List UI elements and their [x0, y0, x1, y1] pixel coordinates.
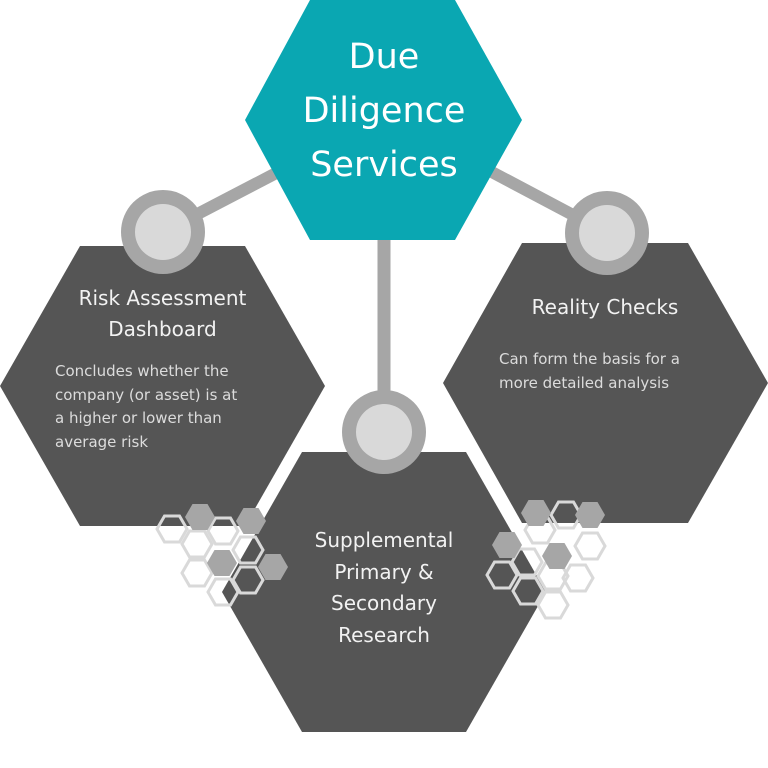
- bottom-node-title-line: Supplemental: [314, 528, 454, 552]
- left-node-description-line: company (or asset) is at: [55, 385, 238, 404]
- honeycomb-cell-filled: [492, 532, 522, 558]
- left-node-title-line: Dashboard: [108, 317, 217, 341]
- honeycomb-cell-filled: [185, 504, 215, 530]
- honeycomb-cell-filled: [207, 550, 237, 576]
- left-node-description: Concludes whether the company (or asset)…: [55, 360, 275, 454]
- honeycomb-cell-filled: [542, 543, 572, 569]
- bottom-node-title-line: Research: [338, 622, 430, 647]
- left-node-title: Risk Assessment Dashboard: [50, 283, 275, 345]
- honeycomb-cell-outline: [180, 558, 214, 588]
- left-hexagon: [0, 246, 325, 526]
- left-node-title-line: Risk Assessment: [78, 286, 247, 310]
- honeycomb-cell-filled: [258, 554, 288, 580]
- right-node-description-line: more detailed analysis: [499, 373, 670, 392]
- honeycomb-cell-outline: [561, 563, 595, 593]
- honeycomb-decoration-right: [485, 500, 607, 620]
- right-node-description-line: Can form the basis for a: [499, 350, 680, 368]
- connector-node-left: [121, 190, 205, 274]
- honeycomb-cell-outline: [536, 590, 570, 620]
- connector-node-right: [565, 191, 649, 275]
- honeycomb-cell-outline: [206, 516, 240, 546]
- honeycomb-cell-outline: [549, 500, 583, 530]
- honeycomb-cell-outline: [180, 529, 214, 559]
- honeycomb-cell-outline: [510, 547, 544, 577]
- honeycomb-cell-filled: [575, 502, 605, 528]
- bottom-node-title-line: Primary &: [334, 559, 434, 584]
- honeycomb-cell-outline: [231, 535, 265, 565]
- honeycomb-cell-outline: [231, 565, 265, 595]
- honeycomb-cell-filled: [236, 508, 266, 534]
- honeycomb-cell-outline: [485, 560, 519, 590]
- center-title: Due Diligence Services: [270, 30, 498, 192]
- left-node-description-line: a higher or lower than: [55, 409, 222, 427]
- right-node-title: Reality Checks: [531, 295, 679, 319]
- honeycomb-decoration-left: [155, 504, 288, 607]
- honeycomb-cell-outline: [511, 576, 545, 606]
- bottom-hexagon: [222, 452, 546, 732]
- honeycomb-cell-outline: [155, 514, 189, 544]
- center-title-line: Services: [310, 145, 458, 185]
- honeycomb-cell-filled: [521, 500, 551, 526]
- center-title-line: Due: [348, 37, 420, 77]
- right-node-description: Can form the basis for a more detailed a…: [499, 348, 724, 395]
- center-title-line: Diligence: [302, 91, 466, 131]
- left-node-description-line: average risk: [55, 432, 149, 451]
- connector-node-bottom: [342, 390, 426, 474]
- left-node-description-line: Concludes whether the: [55, 362, 229, 380]
- right-hexagon: [443, 243, 768, 523]
- bottom-node-title: Supplemental Primary & Secondary Researc…: [280, 525, 488, 651]
- honeycomb-cell-outline: [573, 531, 607, 561]
- center-hexagon: [245, 0, 522, 240]
- honeycomb-cell-outline: [206, 577, 240, 607]
- bottom-node-title-line: Secondary: [331, 591, 437, 615]
